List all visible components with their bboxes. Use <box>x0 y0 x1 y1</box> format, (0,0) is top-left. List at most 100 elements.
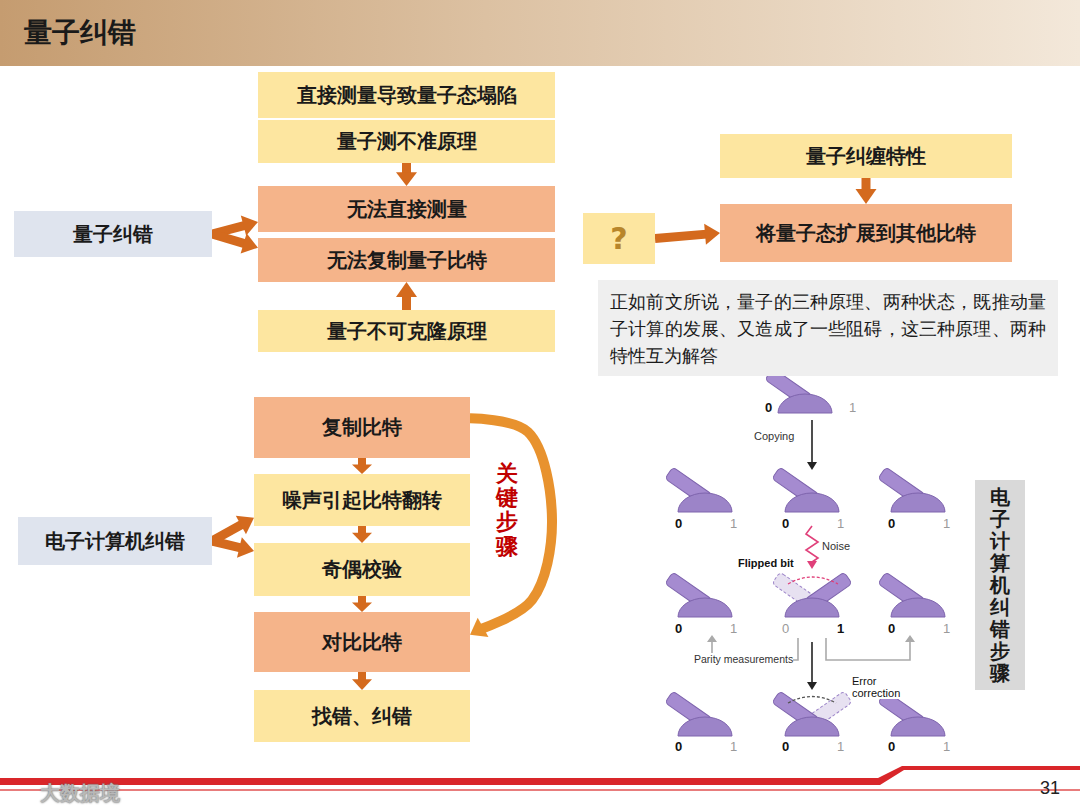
arrow-head <box>704 224 720 245</box>
principle-box: 量子纠缠特性 <box>720 134 1012 178</box>
bit-value: 0 <box>675 621 682 636</box>
node-text: 对比比特 <box>322 629 402 656</box>
connector-shaft <box>470 418 552 629</box>
connector-arrow <box>212 537 254 557</box>
node-text: 量子测不准原理 <box>337 128 477 155</box>
connector-arrow <box>352 458 372 474</box>
bit-symbol <box>665 691 732 736</box>
arrow-head <box>396 282 417 297</box>
bit-symbol <box>772 572 852 617</box>
node-text: 量子不可克隆原理 <box>327 318 487 345</box>
watermark: 大数据境 <box>40 780 120 807</box>
bit-base <box>891 717 945 736</box>
node-text: 将量子态扩展到其他比特 <box>756 220 976 247</box>
bit-value: 1 <box>837 739 844 754</box>
bit-base <box>778 394 832 413</box>
principle-box: 量子不可克隆原理 <box>258 310 555 352</box>
bit-value: 0 <box>888 621 895 636</box>
node-text: 无法直接测量 <box>347 196 467 223</box>
node-text: 找错、纠错 <box>312 703 412 730</box>
connector-arrow <box>212 516 254 541</box>
footer-stripe <box>0 766 1080 785</box>
connector-arrow <box>470 418 552 637</box>
step-box: 奇偶校验 <box>254 543 470 596</box>
connector-arrow <box>352 672 372 690</box>
flip-arc <box>788 577 838 584</box>
principle-box: 直接测量导致量子态塌陷 <box>258 72 555 118</box>
arrow-head <box>352 464 372 474</box>
edge-label: 关键步骤 <box>496 462 518 559</box>
step-box: 找错、纠错 <box>254 690 470 742</box>
arrow-shaft <box>811 420 813 463</box>
connector-arrow <box>655 224 720 245</box>
slide-title: 量子纠错 <box>24 14 136 52</box>
arrow-head <box>707 635 915 642</box>
step-caption: Parity measurements <box>694 653 793 665</box>
bit-value: 0 <box>765 400 772 415</box>
copy-arrow <box>807 420 817 470</box>
arrow-head <box>241 233 258 253</box>
arrow-head <box>807 561 817 569</box>
connector-shaft <box>212 234 248 245</box>
connector-shaft <box>655 234 710 239</box>
step-caption: Error correction <box>852 676 914 699</box>
bit-base <box>785 493 839 512</box>
bit-symbol <box>665 572 732 617</box>
node-text: 噪声引起比特翻转 <box>282 487 442 514</box>
step-caption: Flipped bit <box>738 557 794 569</box>
bit-base <box>891 598 945 617</box>
arrow-head <box>396 172 417 186</box>
connector-arrow <box>212 233 258 253</box>
bit-value: 0 <box>675 516 682 531</box>
bit-base <box>678 598 732 617</box>
node-text: 电子计算机纠错 <box>45 528 185 555</box>
page-number: 31 <box>1040 778 1060 799</box>
connector-shaft <box>212 541 244 549</box>
question-box: ? <box>583 213 655 264</box>
bit-symbol <box>772 691 852 736</box>
topic-box: 电子计算机纠错 <box>18 517 212 565</box>
arrow-head <box>470 618 488 637</box>
node-text: 奇偶校验 <box>322 556 402 583</box>
connector-arrow <box>396 282 417 310</box>
bit-value: 0 <box>782 621 789 636</box>
bit-base <box>891 493 945 512</box>
step-box: 复制比特 <box>254 397 470 458</box>
connector-arrow <box>352 526 372 543</box>
arrow-head <box>237 537 254 557</box>
connector-arrow <box>352 596 372 612</box>
topic-box: 量子纠错 <box>14 211 212 257</box>
noise-zigzag <box>806 526 818 562</box>
node-text: 电子计算机纠错步骤 <box>990 486 1010 684</box>
side-caption-box: 电子计算机纠错步骤 <box>975 480 1025 690</box>
footer-line <box>0 789 1080 791</box>
arrow-head <box>241 216 258 236</box>
step-caption: Noise <box>822 540 850 552</box>
bit-symbol <box>878 572 945 617</box>
bit-base <box>785 717 839 736</box>
node-text: 直接测量导致量子态塌陷 <box>297 82 517 109</box>
bit-value: 1 <box>837 516 844 531</box>
arrow-head <box>856 189 877 204</box>
arrow-shaft <box>811 642 813 683</box>
bit-base <box>678 493 732 512</box>
correction-arc <box>788 697 836 704</box>
title-band <box>0 0 1080 66</box>
bit-value: 1 <box>943 621 950 636</box>
bit-value: 1 <box>943 739 950 754</box>
problem-box: 无法复制量子比特 <box>258 238 555 282</box>
parity-line <box>826 638 910 660</box>
bit-value: 0 <box>782 739 789 754</box>
node-text: 量子纠缠特性 <box>806 143 926 170</box>
node-text: ? <box>610 221 627 256</box>
arrow-head <box>236 516 254 534</box>
node-text: 正如前文所说，量子的三种原理、两种状态，既推动量子计算的发展、又造成了一些阻碍，… <box>610 288 1046 369</box>
bit-value: 1 <box>730 516 737 531</box>
problem-box: 无法直接测量 <box>258 186 555 232</box>
arrow-head <box>807 462 817 470</box>
arrow-head <box>352 602 372 612</box>
step-box: 噪声引起比特翻转 <box>254 474 470 526</box>
bit-base <box>678 717 732 736</box>
